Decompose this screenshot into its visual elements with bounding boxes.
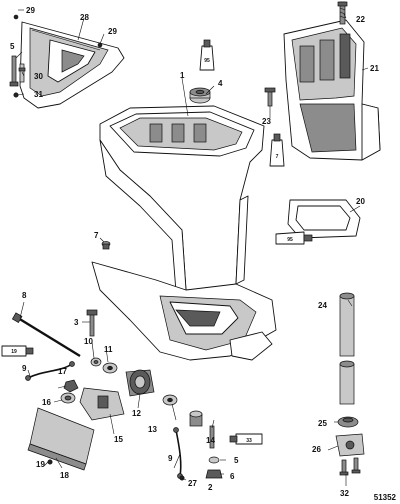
- callout-5-top: 5: [10, 42, 15, 51]
- screw-31: [13, 92, 19, 98]
- spacer-16: [60, 392, 76, 404]
- callout-29-left: 29: [26, 6, 35, 15]
- tube-label-7: 7: [276, 154, 279, 160]
- callout-3: 3: [74, 318, 79, 327]
- callout-20: 20: [356, 197, 365, 206]
- callout-17: 17: [58, 367, 67, 376]
- stud-bolt-5: [9, 55, 19, 87]
- callout-26: 26: [312, 445, 321, 454]
- sealant-tube-7: 7: [269, 133, 285, 167]
- stud-2: [209, 425, 215, 449]
- tube-label-95a: 95: [204, 58, 210, 64]
- callout-14: 14: [206, 436, 215, 445]
- nut-17: [63, 379, 79, 393]
- water-tube-24: [339, 292, 355, 405]
- gasket-20: [287, 199, 361, 239]
- callout-30: 30: [34, 72, 43, 81]
- callout-labels: 1 2 3 4 5 5 6 7 8 9 9 10 11 12 13 14 15 …: [10, 6, 379, 498]
- long-bolt-8: [11, 312, 81, 358]
- grommet-4: [189, 87, 211, 104]
- callout-18: 18: [60, 471, 69, 480]
- callout-23: 23: [262, 117, 271, 126]
- callout-4: 4: [218, 79, 223, 88]
- bushing-14: [189, 410, 203, 427]
- callout-15: 15: [114, 435, 123, 444]
- plug-7: [101, 241, 111, 250]
- callout-2: 2: [208, 483, 213, 492]
- cover-screw-29a: [13, 14, 19, 20]
- callout-9-right: 9: [168, 454, 173, 463]
- callout-24: 24: [318, 301, 327, 310]
- cover-plate-part: [19, 21, 125, 109]
- washer-11: [102, 362, 118, 374]
- screw-32: [339, 457, 361, 476]
- callout-21: 21: [370, 64, 379, 73]
- sealant-tube-95-top: 95: [199, 39, 215, 71]
- callout-11: 11: [104, 345, 113, 354]
- callout-9-left: 9: [22, 364, 27, 373]
- figure-reference-number: 51352: [374, 493, 397, 502]
- callout-22: 22: [356, 15, 365, 24]
- callout-5-bottom: 5: [234, 456, 239, 465]
- tube-label-33: 33: [246, 438, 252, 444]
- washer-30: [18, 63, 26, 83]
- callout-12: 12: [132, 409, 141, 418]
- exhaust-tube-21: [283, 19, 381, 161]
- mount-12: [125, 369, 155, 397]
- sealant-tube-95-right: 95: [275, 231, 313, 245]
- callout-25: 25: [318, 419, 327, 428]
- cover-screw-29b: [97, 42, 103, 48]
- callout-1: 1: [180, 71, 185, 80]
- cover-18: [27, 407, 95, 471]
- callout-28: 28: [80, 13, 89, 22]
- callout-6: 6: [230, 472, 235, 481]
- sealant-tube-19: 19: [1, 345, 34, 357]
- bracket-26: [335, 433, 365, 457]
- callout-13: 13: [148, 425, 157, 434]
- callout-32: 32: [340, 489, 349, 498]
- callout-16: 16: [42, 398, 51, 407]
- nut-6: [205, 469, 223, 479]
- callout-31: 31: [34, 90, 43, 99]
- bolt-3: [86, 309, 98, 337]
- ground-strap-9-left: [25, 361, 75, 381]
- callout-29-right: 29: [108, 27, 117, 36]
- tube-label-95b: 95: [287, 237, 293, 243]
- screw-19: [47, 459, 53, 465]
- sealant-tube-33: 33: [229, 433, 263, 445]
- washer-13: [162, 394, 178, 406]
- tube-label-19: 19: [11, 349, 17, 355]
- bracket-15: [79, 387, 125, 421]
- callout-27: 27: [188, 479, 197, 488]
- seal-25: [337, 416, 359, 428]
- ground-strap-9-right: [173, 427, 183, 479]
- callout-7: 7: [94, 231, 99, 240]
- callout-10: 10: [84, 337, 93, 346]
- callout-19: 19: [36, 460, 45, 469]
- screw-23: [264, 87, 276, 107]
- bolt-22: [337, 1, 348, 25]
- washer-10: [90, 357, 102, 367]
- callout-8: 8: [22, 291, 27, 300]
- driveshaft-housing-1: [91, 105, 277, 361]
- leader-lines: [15, 9, 369, 486]
- washer-5-lower: [208, 456, 220, 464]
